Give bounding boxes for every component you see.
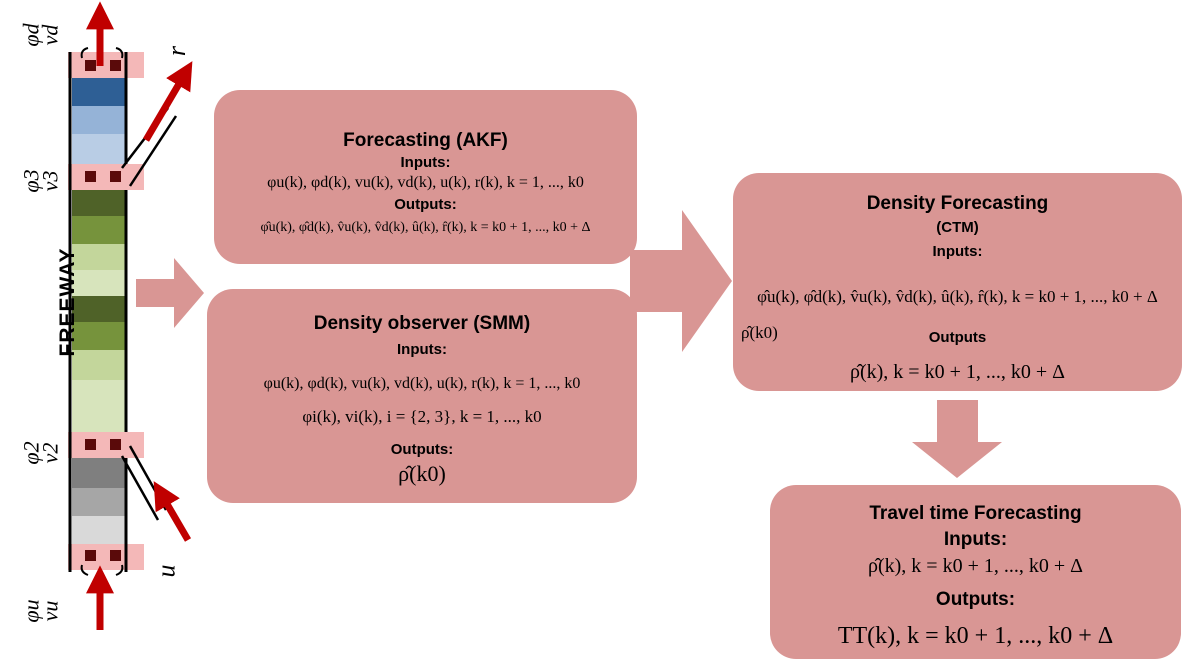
- smm-outputs: ρ̂(k0): [398, 461, 446, 486]
- segment-gray-2: [72, 488, 125, 516]
- detector-downstream: [68, 52, 144, 78]
- arrow-to-boxes: [136, 258, 204, 328]
- ctm-outputs-label: Outputs: [928, 329, 987, 346]
- ctm-title: Density Forecasting: [866, 193, 1049, 214]
- akf-title: Forecasting (AKF): [343, 130, 508, 151]
- detector-2: [68, 432, 144, 458]
- akf-outputs: φ̂u(k), φ̂d(k), v̂u(k), v̂d(k), û(k), r̂…: [260, 220, 591, 235]
- segment-green-4: [72, 270, 125, 296]
- segment-green-8: [72, 380, 125, 432]
- ctm-inputs-2: ρ̂(k0): [741, 323, 778, 342]
- tt-outputs-label: Outputs:: [935, 589, 1016, 610]
- segment-gray-3: [72, 516, 125, 544]
- density-observer-smm-box: Density observer (SMM) Inputs: φu(k), φd…: [207, 289, 637, 503]
- tt-inputs: ρ̂(k), k = k0 + 1, ..., k0 + Δ: [868, 555, 1083, 577]
- tt-outputs: TT(k), k = k0 + 1, ..., k0 + Δ: [837, 623, 1114, 649]
- ctm-inputs-label: Inputs:: [932, 243, 983, 260]
- offramp-edge: [128, 115, 178, 187]
- tt-title: Travel time Forecasting: [869, 503, 1082, 524]
- segment-blue-1: [72, 78, 125, 106]
- road-lines-svg: [68, 1, 193, 630]
- density-forecasting-ctm-box: Density Forecasting (CTM) Inputs: φ̂u(k)…: [733, 173, 1182, 391]
- segment-green-2: [72, 216, 125, 244]
- detector-mark: [110, 171, 121, 182]
- segment-green-6: [72, 322, 125, 350]
- segment-green-5: [72, 296, 125, 322]
- akf-inputs: φu(k), φd(k), vu(k), vd(k), u(k), r(k), …: [267, 174, 584, 191]
- ctm-inputs: φ̂u(k), φ̂d(k), v̂u(k), v̂d(k), û(k), r̂…: [757, 287, 1158, 306]
- detector-mark: [85, 171, 96, 182]
- segment-green-7: [72, 350, 125, 380]
- tt-inputs-label: Inputs:: [943, 529, 1008, 550]
- segment-blue-3: [72, 134, 125, 164]
- smm-inputs-label: Inputs:: [397, 341, 447, 358]
- travel-time-forecasting-box: Travel time Forecasting Inputs: ρ̂(k), k…: [770, 485, 1181, 659]
- segment-blue-2: [72, 106, 125, 134]
- segment-gray-1: [72, 458, 125, 488]
- detector-mark: [85, 60, 96, 71]
- detector-mark: [85, 439, 96, 450]
- smm-inputs-1: φu(k), φd(k), vu(k), vd(k), u(k), r(k), …: [263, 375, 581, 392]
- ctm-outputs: ρ̂(k), k = k0 + 1, ..., k0 + Δ: [850, 361, 1065, 383]
- arrow-to-tt: [912, 400, 1002, 478]
- detector-mark: [110, 60, 121, 71]
- forecasting-akf-box: Forecasting (AKF) Inputs: φu(k), φd(k), …: [214, 90, 637, 264]
- segment-green-1: [72, 190, 125, 216]
- smm-outputs-label: Outputs:: [390, 441, 454, 458]
- akf-outputs-label: Outputs:: [394, 196, 457, 213]
- ctm-subtitle: (CTM): [936, 219, 979, 236]
- arrow-to-ctm: [630, 210, 732, 352]
- detector-mark: [85, 550, 96, 561]
- detector-mark: [110, 439, 121, 450]
- smm-title: Density observer (SMM): [313, 313, 531, 334]
- akf-inputs-label: Inputs:: [400, 154, 451, 171]
- arrow-offramp-r: [142, 61, 193, 142]
- onramp-edge: [120, 455, 160, 521]
- segment-green-3: [72, 244, 125, 270]
- arrow-onramp-u: [153, 481, 192, 542]
- smm-inputs-2: φi(k), vi(k), i = {2, 3}, k = 1, ..., k0: [302, 407, 542, 426]
- detector-mark: [110, 550, 121, 561]
